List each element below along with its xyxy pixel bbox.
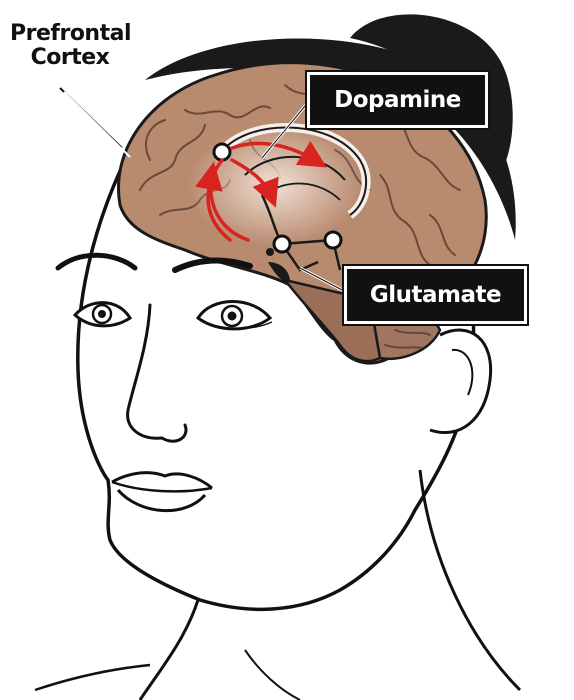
left-eyebrow bbox=[58, 255, 135, 268]
prefrontal-label-line1: Prefrontal bbox=[10, 22, 130, 46]
neck-left bbox=[140, 600, 198, 700]
neck-right bbox=[420, 470, 520, 690]
lip-line bbox=[112, 482, 212, 491]
collar-line bbox=[245, 650, 300, 700]
node-1 bbox=[274, 236, 290, 252]
node-vta bbox=[214, 144, 230, 160]
glutamate-label: Glutamate bbox=[344, 266, 527, 324]
left-eye bbox=[75, 303, 130, 326]
nose bbox=[128, 305, 186, 441]
node-2 bbox=[325, 232, 341, 248]
right-eye bbox=[198, 302, 272, 329]
neck-line bbox=[35, 665, 150, 690]
prefrontal-label-line2: Cortex bbox=[10, 46, 130, 70]
dopamine-label: Dopamine bbox=[307, 72, 488, 128]
ear bbox=[430, 330, 491, 433]
lower-lip bbox=[118, 490, 205, 511]
prefrontal-cortex-label: Prefrontal Cortex bbox=[10, 22, 130, 70]
